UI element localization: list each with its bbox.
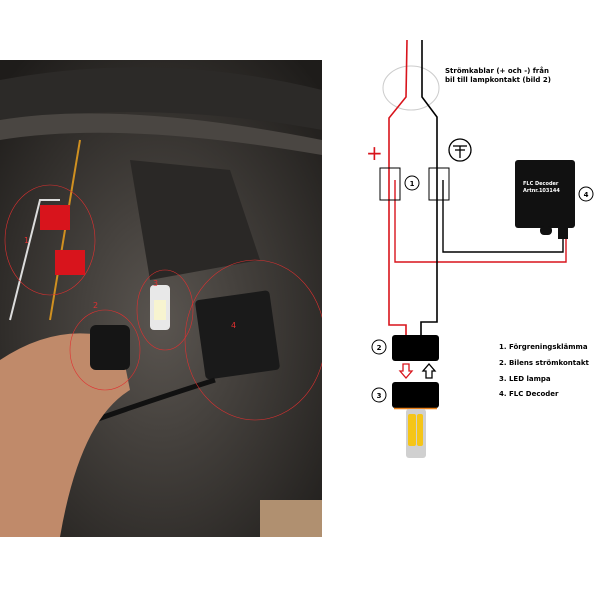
ground-icon xyxy=(448,138,472,162)
marker-4 xyxy=(578,186,594,202)
marker-2 xyxy=(371,339,387,355)
marker-1 xyxy=(404,175,420,191)
installation-photo: 1 2 3 4 xyxy=(0,60,322,537)
marker-3-text: 3 xyxy=(377,392,382,400)
marker-4-text: 4 xyxy=(584,191,589,199)
decoder-label-2: Artnr.103144 xyxy=(523,188,560,194)
engine-part xyxy=(130,160,260,280)
plus-sign: + xyxy=(366,141,383,165)
marker-1-text: 1 xyxy=(410,180,415,188)
caption-line-1: Strömkablar (+ och -) från xyxy=(445,66,549,75)
positive-branch-wire xyxy=(394,180,567,263)
arrow-down-icon xyxy=(398,363,414,379)
legend-item-4: 4. FLC Decoder xyxy=(499,390,559,398)
decoder-label-1: FLC Decoder xyxy=(523,181,559,187)
car-power-connector xyxy=(392,335,439,361)
negative-wire xyxy=(420,40,438,336)
photo-label-4: 4 xyxy=(231,321,236,330)
branch-clamp xyxy=(55,250,85,275)
decoder-box xyxy=(195,290,280,380)
photo-label-2: 2 xyxy=(93,301,98,310)
caption-line-2: bil till lampkontakt (bild 2) xyxy=(445,76,551,84)
cable-highlight xyxy=(382,65,440,111)
photo-label-3: 3 xyxy=(153,279,158,288)
legend-item-3: 3. LED lampa xyxy=(499,375,551,383)
positive-wire xyxy=(388,39,408,336)
branch-clamp-negative xyxy=(428,167,450,201)
arrow-up-icon xyxy=(421,363,437,379)
photo-label-1: 1 xyxy=(24,236,29,245)
negative-branch-wire xyxy=(442,180,564,253)
branch-clamp-positive xyxy=(379,167,401,201)
legend-item-2: 2. Bilens strömkontakt xyxy=(499,359,589,367)
marker-3 xyxy=(371,387,387,403)
flc-decoder xyxy=(515,160,575,228)
hand xyxy=(0,333,130,537)
branch-clamp xyxy=(40,205,70,230)
hose xyxy=(0,67,322,130)
led-lamp-base xyxy=(392,382,439,408)
marker-2-text: 2 xyxy=(377,344,382,352)
car-connector xyxy=(90,325,130,370)
legend-item-1: 1. Förgreningsklämma xyxy=(499,343,588,351)
